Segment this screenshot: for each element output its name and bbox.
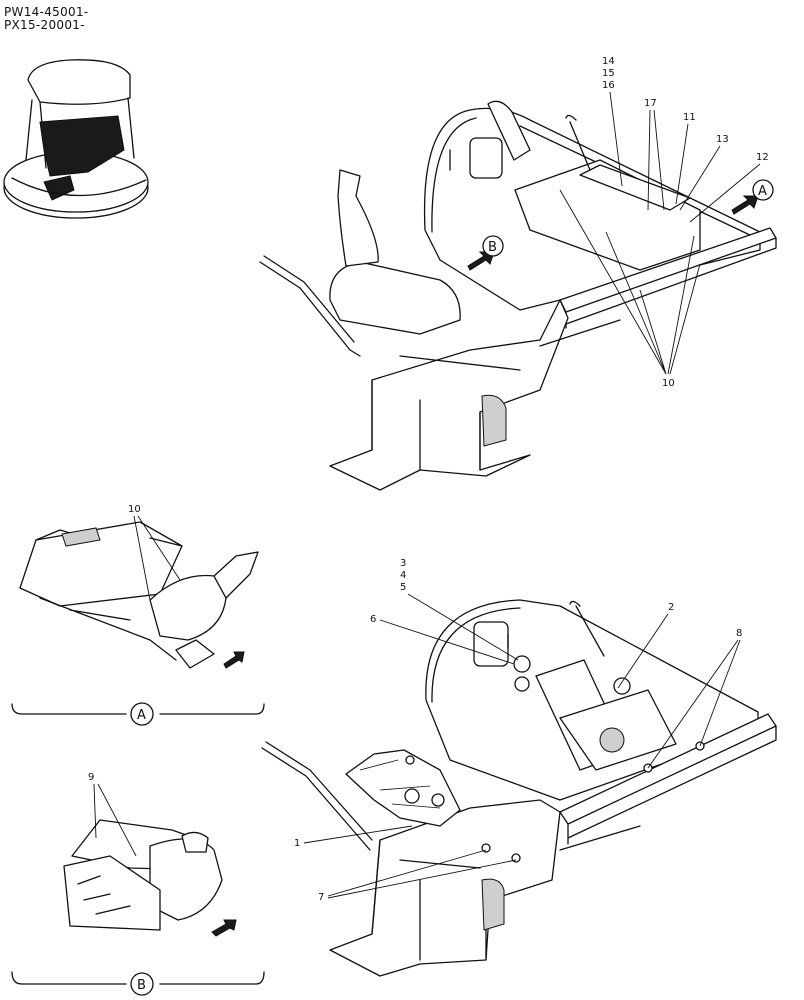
lower-frame-assembly [261, 599, 777, 977]
callout-17: 17 [644, 98, 657, 109]
callout-14: 14 [602, 56, 615, 67]
machine-locator-thumbnail [3, 59, 149, 219]
callout-11: 11 [683, 112, 696, 123]
callout-8: 8 [736, 628, 742, 639]
callout-10-view-a: 10 [128, 504, 141, 515]
callout-10: 10 [662, 378, 675, 389]
callout-1: 1 [294, 838, 300, 849]
view-a-caption: A [11, 702, 265, 726]
view-b-armrest-detail [63, 819, 237, 937]
callout-3: 3 [400, 558, 406, 569]
view-marker-b: B [482, 235, 504, 257]
main-seat-frame-assembly [259, 100, 777, 491]
callout-9: 9 [88, 772, 94, 783]
view-a-console-detail [19, 521, 259, 669]
callout-5: 5 [400, 582, 406, 593]
view-marker-a: A [752, 179, 774, 201]
callout-15: 15 [602, 68, 615, 79]
view-b-caption: B [11, 971, 265, 996]
callout-13: 13 [716, 134, 729, 145]
svg-text:B: B [488, 240, 497, 255]
serial-range-pw14: PW14-45001- [4, 5, 89, 19]
callout-4: 4 [400, 570, 406, 581]
svg-text:A: A [758, 184, 767, 199]
callout-7: 7 [318, 892, 324, 903]
svg-text:A: A [137, 708, 146, 723]
svg-text:B: B [137, 978, 146, 993]
callout-16: 16 [602, 80, 615, 91]
callout-2: 2 [668, 602, 674, 613]
callout-12: 12 [756, 152, 769, 163]
serial-range-px15: PX15-20001- [4, 18, 85, 32]
callout-6: 6 [370, 614, 376, 625]
